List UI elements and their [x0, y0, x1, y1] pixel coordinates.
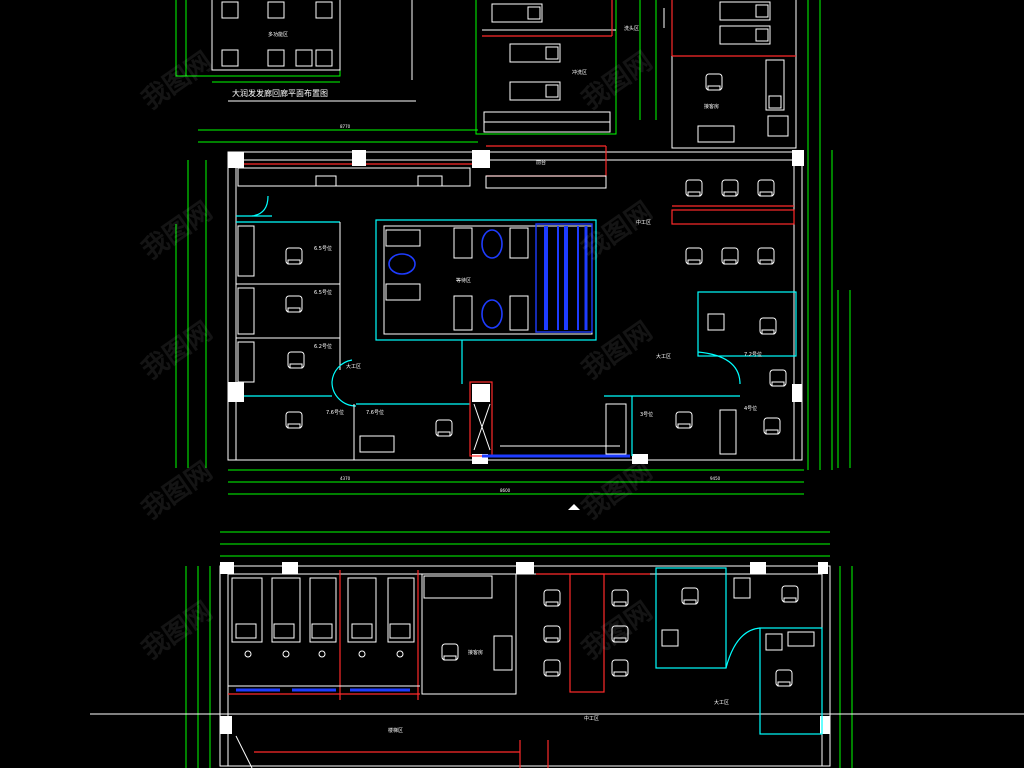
activity-area-label: 多功能区: [268, 31, 288, 38]
station-label-7: 4号位: [744, 405, 757, 412]
watermark-text: 我图网: [577, 46, 658, 115]
watermark-layer: 我图网 我图网 我图网 我图网 我图网 我图网 我图网 我图网 我图网 我图网: [137, 46, 658, 665]
lower-big-work-label: 大工区: [714, 699, 729, 706]
station-label-1: 6.5号位: [314, 245, 332, 252]
wash-area-label: 洗头区: [624, 25, 639, 32]
lower-vip-room-label: 接客房: [468, 649, 483, 656]
vip-room-plan: 接客房: [639, 0, 833, 470]
upper-floor-plan: 8770 4370 8600 9450 前台: [175, 124, 851, 510]
wash-area-2-label: 冲洗区: [572, 69, 587, 76]
big-work-left-label: 大工区: [346, 363, 361, 370]
station-label-8: 3号位: [640, 411, 653, 418]
wash-room-plan: 洗头区 冲洗区: [475, 0, 639, 135]
svg-text:8770: 8770: [340, 124, 351, 129]
station-label-3: 6.2号位: [314, 343, 332, 350]
stair-area-label: 楼梯区: [388, 727, 403, 734]
station-label-4: 7.6号位: [326, 409, 344, 416]
north-arrow-icon: [568, 504, 580, 510]
watermark-text: 我图网: [577, 596, 658, 665]
lower-floor-plan: 接客房 中工区 大工区 楼梯区: [90, 531, 1024, 768]
svg-text:8600: 8600: [500, 488, 511, 493]
watermark-text: 我图网: [577, 456, 658, 525]
station-label-6: 7.2号位: [744, 351, 762, 358]
station-label-5: 7.6号位: [366, 409, 384, 416]
watermark-text: 我图网: [137, 596, 218, 665]
mid-work-area-label: 中工区: [636, 219, 651, 226]
waiting-area-label: 等待区: [456, 277, 471, 284]
vip-room-label: 接客房: [704, 103, 719, 110]
watermark-text: 我图网: [137, 456, 218, 525]
drawing-title: 大润发发廊回廊平面布置图: [232, 88, 328, 98]
station-label-2: 6.5号位: [314, 289, 332, 296]
lower-mid-work-label: 中工区: [584, 715, 599, 722]
big-work-right-label: 大工区: [656, 353, 671, 360]
front-desk-label: 前台: [536, 159, 546, 166]
svg-text:9450: 9450: [710, 476, 721, 481]
svg-text:4370: 4370: [340, 476, 351, 481]
watermark-text: 我图网: [577, 196, 658, 265]
watermark-text: 我图网: [577, 316, 658, 385]
activity-area-plan: 多功能区 大润发发廊回廊平面布置图: [175, 0, 416, 102]
watermark-text: 我图网: [137, 46, 218, 115]
